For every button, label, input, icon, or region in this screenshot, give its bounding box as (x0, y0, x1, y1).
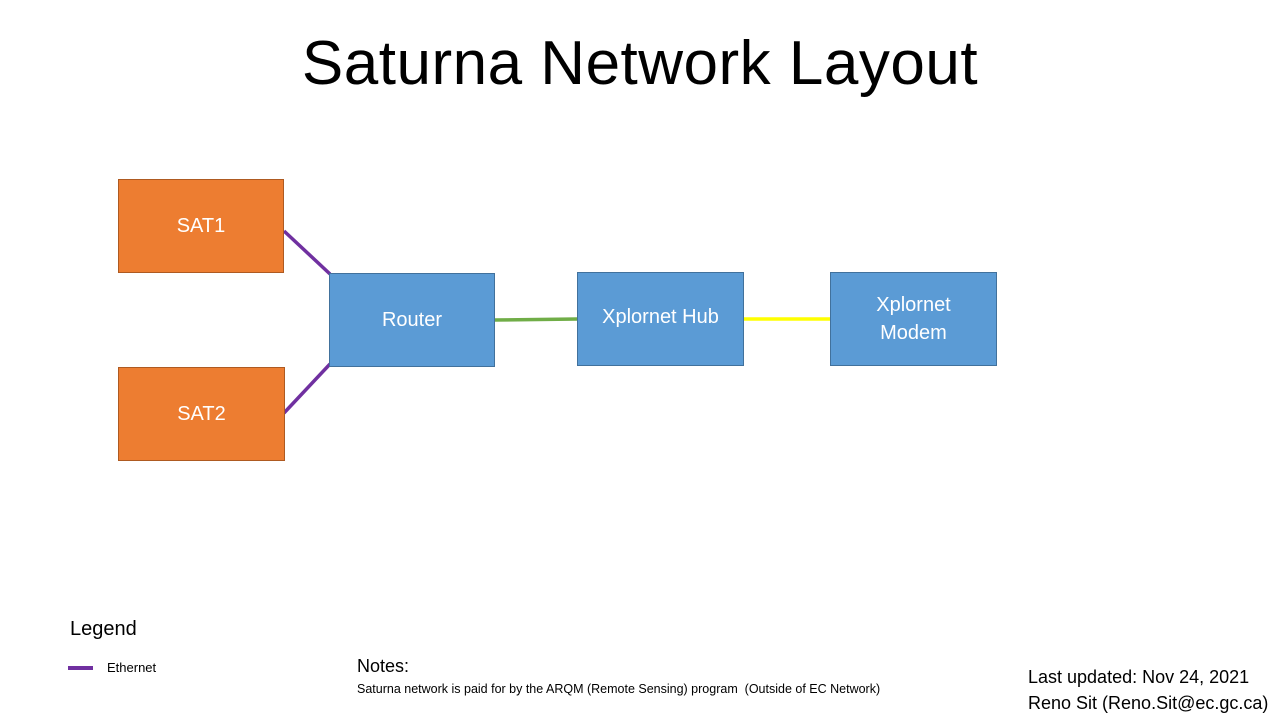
notes-text: Saturna network is paid for by the ARQM … (357, 682, 881, 696)
author-contact: Reno Sit (Reno.Sit@ec.gc.ca) (1028, 693, 1269, 713)
link-sat2-router (282, 362, 332, 415)
node-sat1-label: SAT1 (176, 215, 226, 237)
node-xplornet-hub-label: Xplornet Hub (602, 306, 719, 328)
legend-ethernet-swatch (68, 666, 93, 670)
node-xplornet-modem-label-line1: Xplornet (876, 294, 951, 316)
node-xplornet-modem-label-line2: Modem (880, 322, 947, 344)
link-router-hub (493, 317, 579, 322)
link-sat1-router (282, 229, 332, 276)
node-sat1[interactable]: SAT1 (118, 179, 284, 273)
node-xplornet-modem[interactable]: Xplornet Modem (830, 272, 997, 366)
node-sat2-label: SAT2 (177, 403, 226, 425)
legend-title: Legend (70, 618, 137, 640)
footer-info: Last updated: Nov 24, 2021 Reno Sit (Ren… (1028, 664, 1268, 716)
legend-ethernet-label: Ethernet (107, 660, 157, 675)
node-router-label: Router (381, 309, 443, 331)
node-router[interactable]: Router (329, 273, 495, 367)
last-updated: Last updated: Nov 24, 2021 (1028, 667, 1250, 687)
notes-title: Notes: (357, 656, 410, 676)
node-xplornet-hub[interactable]: Xplornet Hub (577, 272, 744, 366)
node-sat2[interactable]: SAT2 (118, 367, 285, 461)
diagram-title: Saturna Network Layout (301, 29, 979, 98)
